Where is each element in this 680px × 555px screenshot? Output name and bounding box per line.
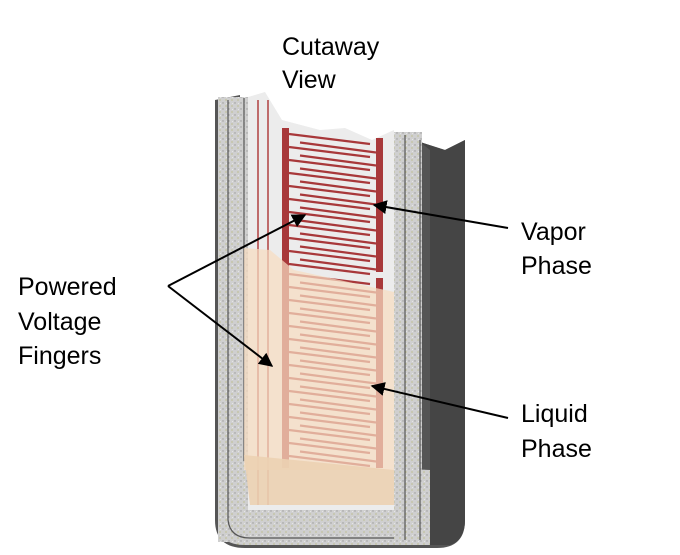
liquid-label-line1: Liquid xyxy=(521,400,588,428)
liquid-arrow xyxy=(370,382,509,419)
fingers-arrow-upper xyxy=(167,214,307,287)
left-bus xyxy=(282,128,289,272)
finger xyxy=(299,154,377,167)
finger xyxy=(288,236,371,250)
finger xyxy=(288,171,371,185)
finger xyxy=(299,232,377,245)
fingers-arrow-lower xyxy=(167,285,274,367)
liquid-base xyxy=(244,455,394,505)
liquid-label-line2: Phase xyxy=(521,435,592,463)
finger xyxy=(288,262,371,276)
fingers-label-line3: Fingers xyxy=(18,342,101,370)
cutaway-label-line1: Cutaway xyxy=(282,33,380,61)
finger xyxy=(288,249,371,263)
finger xyxy=(299,219,377,232)
finger xyxy=(288,197,371,211)
finger xyxy=(288,210,371,224)
finger xyxy=(299,206,377,219)
vapor-label-line2: Phase xyxy=(521,252,592,280)
finger xyxy=(288,158,371,172)
finger xyxy=(299,258,377,271)
finger xyxy=(299,180,377,193)
fingers-label-line2: Voltage xyxy=(18,308,101,336)
finger xyxy=(299,193,377,206)
container-side-face xyxy=(420,140,465,545)
fingers-label-line1: Powered xyxy=(18,273,117,301)
finger xyxy=(299,245,377,258)
right-wall xyxy=(394,132,422,542)
vapor-arrow xyxy=(372,200,509,229)
cutaway-label-line2: View xyxy=(282,66,337,94)
finger xyxy=(299,167,377,180)
finger xyxy=(288,145,371,159)
liquid-region xyxy=(244,248,394,470)
finger xyxy=(288,132,371,146)
finger xyxy=(288,184,371,198)
finger xyxy=(299,141,377,154)
vapor-label-line1: Vapor xyxy=(521,218,586,246)
